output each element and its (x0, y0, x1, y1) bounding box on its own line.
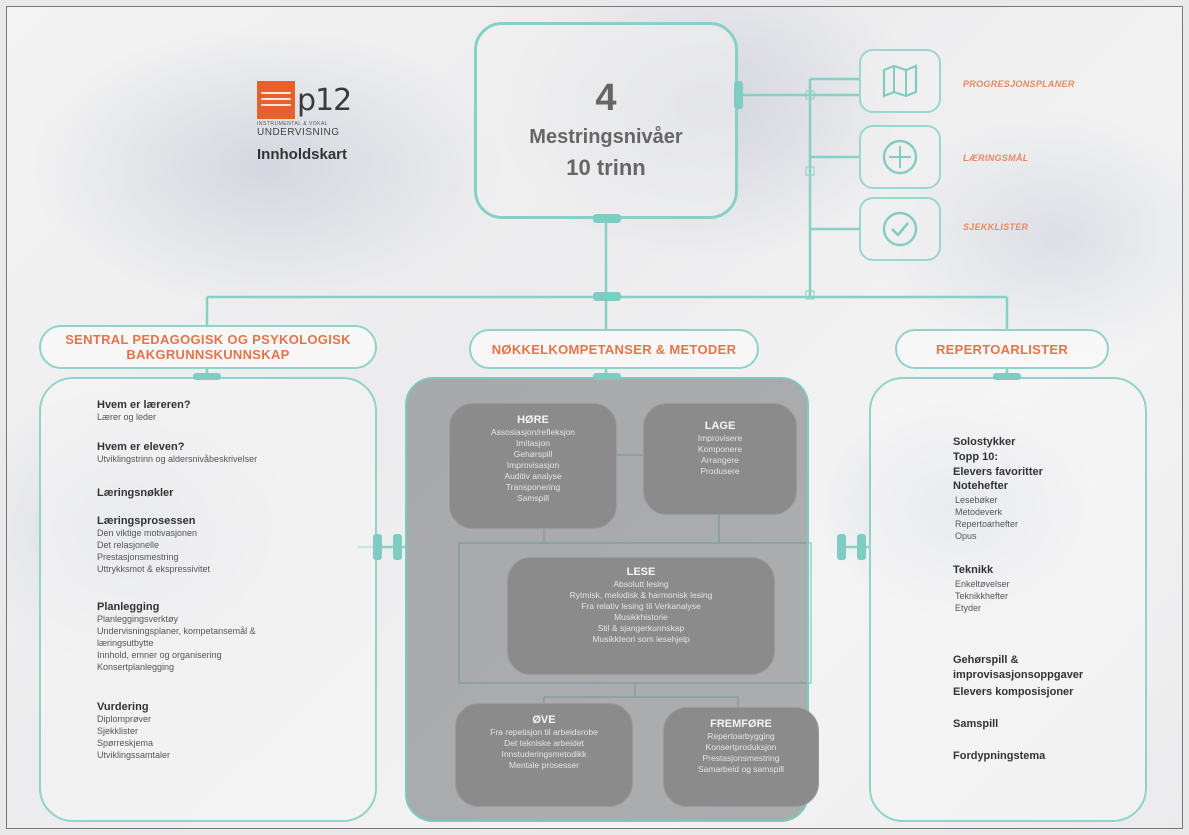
group-sheet-music: Notehefter Lesebøker Metodeverk Repertoa… (953, 479, 1163, 542)
group-assessment: Vurdering Diplomprøver Sjekklister Spørr… (97, 701, 397, 761)
group-item: Teknikkhefter (955, 591, 1009, 601)
group-solo-pieces: Solostykker Topp 10: Elevers favoritter (953, 417, 1163, 498)
group-title: Hvem er eleven? (97, 441, 185, 453)
group-title: Læringsprosessen (97, 515, 196, 527)
hub-number: 4 (595, 77, 617, 119)
group-title: Solostykker Topp 10: Elevers favoritter (953, 436, 1043, 478)
crosshair-icon (882, 139, 918, 175)
p12-logo: p12 INSTRUMENTAL & VOKAL UNDERVISNING In… (257, 81, 377, 163)
progression-plans-box[interactable] (859, 49, 941, 113)
hub-line-2: 10 trinn (566, 155, 646, 180)
box-lese[interactable]: LESE Absolutt lesing Rytmisk, melodisk &… (507, 557, 775, 675)
group-student-compositions: Elevers komposisjoner (953, 685, 1163, 700)
box-title: ØVE (532, 714, 556, 726)
progression-plans-label[interactable]: PROGRESJONSPLANER (963, 79, 1075, 89)
group-item: Det relasjonelle (97, 540, 160, 550)
left-link-nub-b (393, 534, 402, 560)
group-planning: Planlegging Planleggingsverktøy Undervis… (97, 601, 397, 673)
group-title: Læringsnøkler (97, 487, 174, 499)
group-ensemble: Samspill (953, 717, 1163, 732)
learning-goals-label[interactable]: LÆRINGSMÅL (963, 153, 1029, 163)
group-item: Lærer og leder (97, 412, 157, 422)
box-fremfore[interactable]: FREMFØRE Repertoarbygging Konsertproduks… (663, 707, 819, 807)
hub-right-nub (734, 81, 743, 109)
group-learning-keys: Læringsnøkler (97, 487, 397, 499)
group-item: Metodeverk (955, 507, 1003, 517)
group-technique: Teknikk Enkeltøvelser Teknikkhefter Etyd… (953, 563, 1163, 614)
box-title: HØRE (517, 414, 549, 426)
group-item: Planleggingsverktøy (97, 614, 179, 624)
learning-goals-box[interactable] (859, 125, 941, 189)
group-title: Vurdering (97, 701, 149, 713)
junction-nub (593, 292, 621, 301)
group-item: Enkeltøvelser (955, 579, 1010, 589)
group-item: Konsertplanlegging (97, 662, 175, 672)
logo-brand: p12 (297, 82, 352, 118)
group-item: læringsutbytte (97, 638, 154, 648)
group-item: Etyder (955, 603, 982, 613)
logo-subtitle-1: INSTRUMENTAL & VOKAL (257, 121, 329, 127)
group-item: Sjekklister (97, 726, 139, 736)
logo-mark-icon (257, 81, 295, 119)
page-title: Innholdskart (257, 146, 348, 163)
group-item: Prestasjonsmestring (97, 552, 179, 562)
header-pedagogical-knowledge[interactable]: SENTRAL PEDAGOGISK OG PSYKOLOGISK BAKGRU… (39, 325, 377, 369)
group-learning-process: Læringsprosessen Den viktige motivasjone… (97, 515, 397, 575)
box-ove[interactable]: ØVE Fra repetisjon til arbeidsrobe Det t… (455, 703, 633, 807)
header-repertoire-lists[interactable]: REPERTOARLISTER (895, 329, 1109, 369)
right-link-nub-b (857, 534, 866, 560)
pedagogical-knowledge-panel (39, 377, 377, 822)
group-title: Fordypningstema (953, 750, 1046, 762)
group-ear-training: Gehørspill & improvisasjonsoppgaver (953, 635, 1163, 701)
box-title: FREMFØRE (710, 718, 772, 730)
checklists-box[interactable] (859, 197, 941, 261)
content-map-page: p12 INSTRUMENTAL & VOKAL UNDERVISNING In… (6, 6, 1183, 829)
header-repertoire-lists-text: REPERTOARLISTER (935, 341, 1069, 357)
logo-subtitle-2: UNDERVISNING (257, 127, 340, 138)
group-who-is-student: Hvem er eleven? Utviklingstrinn og alder… (97, 441, 397, 465)
group-title: Samspill (953, 718, 999, 730)
box-lage[interactable]: LAGE Improvisere Komponere Arrangere Pro… (643, 403, 797, 515)
group-title: Notehefter (953, 480, 1009, 492)
group-title: Gehørspill & improvisasjonsoppgaver (953, 654, 1084, 681)
group-item: Innhold, emner og organisering (97, 650, 222, 660)
checklists-label[interactable]: SJEKKLISTER (963, 222, 1029, 232)
checkmark-icon (882, 211, 918, 247)
map-icon (882, 64, 918, 98)
left-link-nub-a (373, 534, 382, 560)
box-hore[interactable]: HØRE Assosiasjon/refleksjon Imitasjon Ge… (449, 403, 617, 529)
header-key-competencies[interactable]: NØKKELKOMPETANSER & METODER (469, 329, 759, 369)
hub-line-1: Mestringsnivåer (529, 126, 683, 148)
group-item: Opus (955, 531, 977, 541)
group-item: Utviklingssamtaler (97, 750, 171, 760)
group-title: Planlegging (97, 601, 160, 613)
group-title: Elevers komposisjoner (953, 686, 1074, 698)
group-title: Hvem er læreren? (97, 399, 191, 411)
hub-bottom-nub (593, 214, 621, 223)
right-link-nub-a (837, 534, 846, 560)
group-specialization: Fordypningstema (953, 749, 1163, 764)
box-title: LAGE (704, 420, 736, 432)
group-item: Lesebøker (955, 495, 998, 505)
group-item: Repertoarhefter (955, 519, 1019, 529)
group-who-is-teacher: Hvem er læreren? Lærer og leder (97, 399, 397, 423)
header-pedagogical-knowledge-text: SENTRAL PEDAGOGISK OG PSYKOLOGISK BAKGRU… (65, 332, 351, 362)
group-item: Utviklingstrinn og alders­nivåbeskrivels… (97, 454, 258, 464)
group-item: Undervisningsplaner, kompetansemål & (97, 626, 256, 636)
mastery-levels-hub[interactable]: 4 Mestringsnivåer 10 trinn (474, 22, 738, 219)
group-title: Teknikk (953, 564, 994, 576)
group-item: Den viktige motivasjonen (97, 528, 198, 538)
box-title: LESE (626, 566, 656, 578)
group-item: Spørreskjema (97, 738, 154, 748)
group-item: Uttrykksmot & ekspressivitet (97, 564, 211, 574)
group-item: Diplomprøver (97, 714, 152, 724)
header-key-competencies-text: NØKKELKOMPETANSER & METODER (491, 341, 737, 357)
